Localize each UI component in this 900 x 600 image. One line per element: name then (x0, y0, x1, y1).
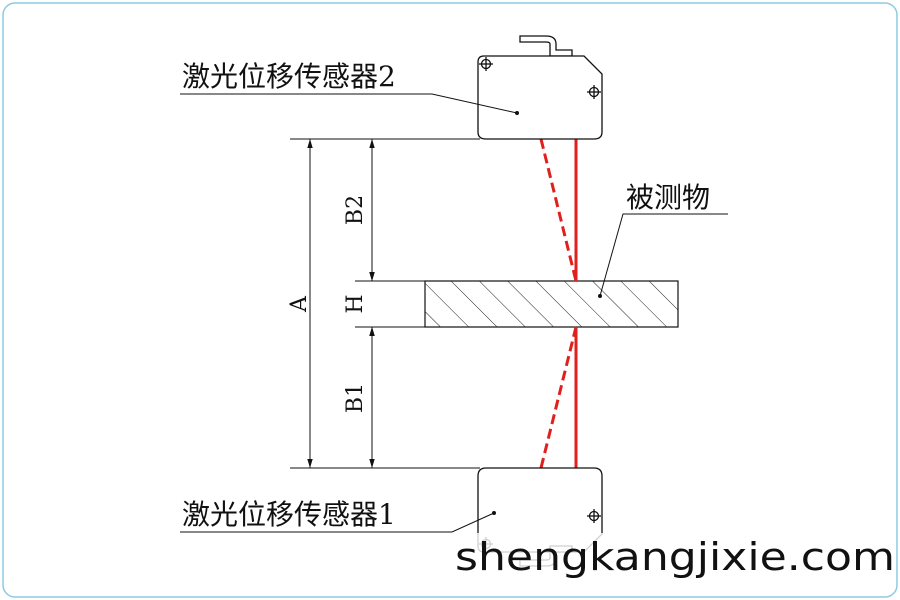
extension-lines (290, 138, 480, 469)
watermark-backdrop (452, 533, 896, 587)
sensor-1-leader-line (180, 512, 495, 533)
dimension-b2-label: B2 (343, 195, 368, 225)
mount-hole-icon (587, 509, 601, 523)
measured-object-plate (424, 280, 679, 328)
laser-beam-top-reflected (539, 138, 578, 282)
mount-hole-icon (479, 57, 493, 71)
sensor-1-label: 激光位移传感器1 (182, 498, 396, 531)
dimension-b1-label: B1 (343, 383, 368, 413)
dimension-a-label: A (287, 295, 312, 313)
dimension-h-label: H (343, 294, 368, 313)
laser-beams (539, 138, 578, 469)
watermark-text: shengkangjixie.com (455, 535, 895, 579)
laser-beam-bottom-reflected (539, 326, 578, 469)
mount-hole-icon (587, 85, 601, 99)
object-label: 被测物 (626, 181, 710, 214)
laser-sensor-2 (477, 35, 603, 140)
sensor-2-label: 激光位移传感器2 (182, 60, 396, 93)
sensor-2-leader-line (180, 93, 518, 114)
object-leader-line (599, 213, 728, 297)
